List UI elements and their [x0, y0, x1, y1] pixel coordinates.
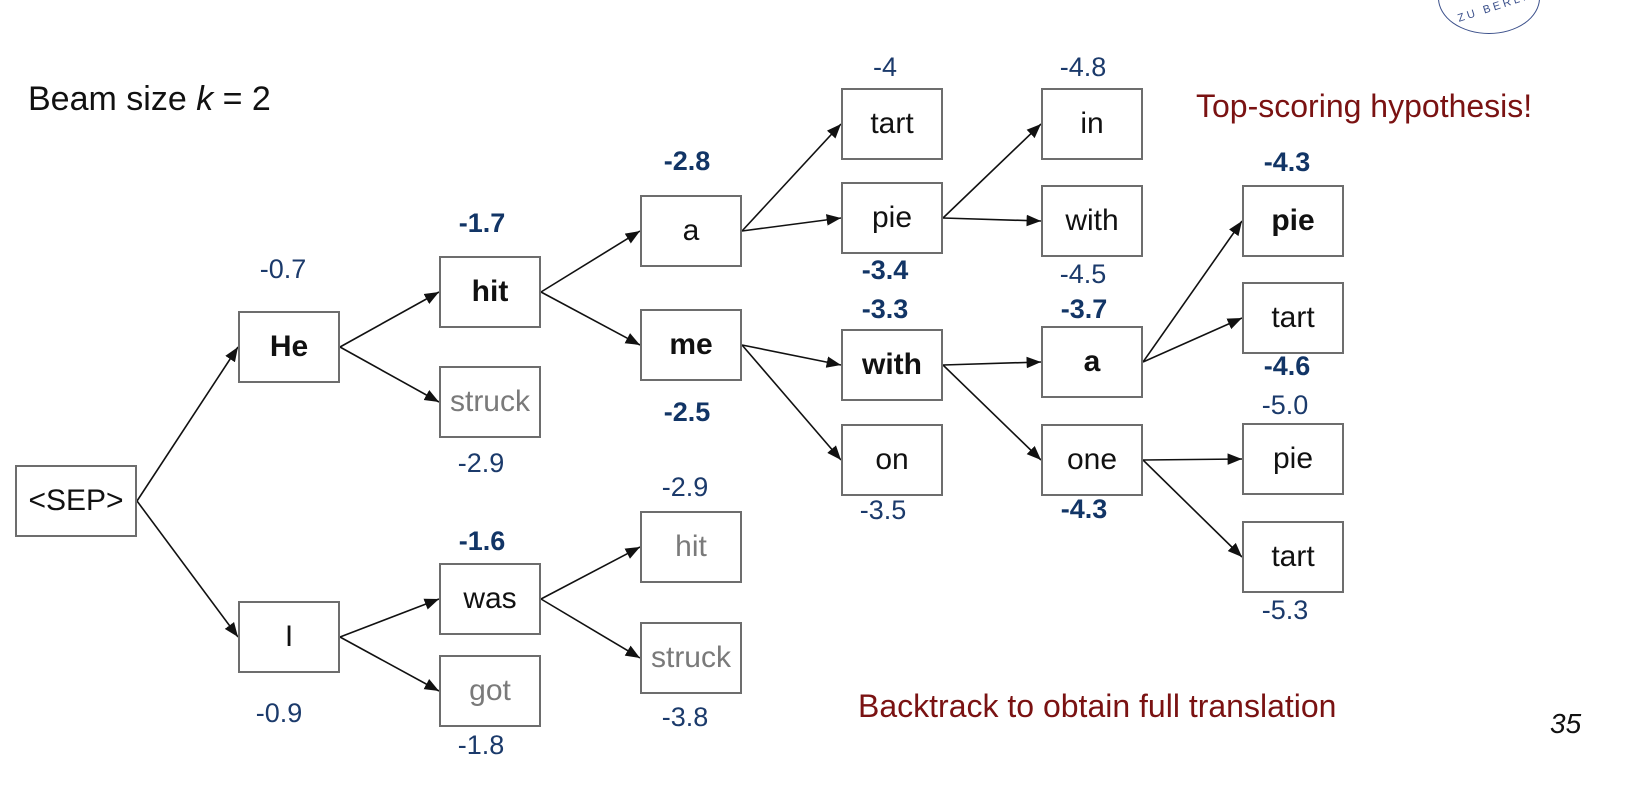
edge-hit1-to-me	[540, 291, 641, 346]
node-i: I	[238, 601, 340, 673]
edge-with1-to-a2	[942, 356, 1042, 369]
edge-he-to-struck1	[339, 346, 440, 403]
node-one: one	[1041, 424, 1143, 496]
edge-a2-to-pie2	[1142, 220, 1243, 363]
score-one: -4.3	[1060, 494, 1108, 524]
edge-i-to-got	[339, 636, 440, 692]
node-pie2: pie	[1242, 185, 1344, 257]
score-i: -0.9	[255, 698, 303, 728]
edge-one-to-tart3	[1142, 459, 1243, 558]
node-tart1: tart	[841, 88, 943, 160]
edge-hit1-to-a1	[540, 230, 641, 293]
score-tart3: -5.3	[1261, 595, 1309, 625]
node-in: in	[1041, 88, 1143, 160]
score-me: -2.5	[663, 397, 711, 427]
score-pie3: -5.0	[1261, 390, 1309, 420]
backtrack-note: Backtrack to obtain full translation	[858, 688, 1337, 724]
edge-a1-to-tart1	[741, 123, 842, 232]
score-tart2: -4.6	[1263, 351, 1311, 381]
node-pie1: pie	[841, 182, 943, 254]
edge-was-to-struck2	[540, 598, 641, 659]
node-hit2: hit	[640, 511, 742, 583]
node-with1: with	[841, 329, 943, 401]
node-with2: with	[1041, 185, 1143, 257]
edge-with1-to-one	[942, 364, 1042, 461]
score-with2: -4.5	[1059, 259, 1107, 289]
node-on: on	[841, 424, 943, 496]
score-in: -4.8	[1059, 52, 1107, 82]
node-he: He	[238, 311, 340, 383]
edge-a1-to-pie1	[741, 214, 842, 232]
score-tart1: -4	[872, 52, 898, 82]
edge-pie1-to-in	[942, 123, 1042, 219]
score-hit1: -1.7	[458, 208, 506, 238]
edge-one-to-pie3	[1142, 453, 1243, 465]
edge-me-to-with1	[741, 344, 842, 368]
edge-he-to-hit1	[339, 291, 440, 348]
node-struck1: struck	[439, 366, 541, 438]
edge-me-to-on	[741, 344, 842, 461]
beam-size-title: Beam size k = 2	[28, 80, 271, 118]
score-pie1: -3.4	[861, 255, 909, 285]
node-pie3: pie	[1242, 423, 1344, 495]
score-a2: -3.7	[1060, 294, 1108, 324]
node-tart2: tart	[1242, 282, 1344, 354]
node-me: me	[640, 309, 742, 381]
score-he: -0.7	[259, 254, 307, 284]
node-hit1: hit	[439, 256, 541, 328]
beam-size-variable: k	[196, 80, 214, 118]
edge-pie1-to-with2	[942, 214, 1042, 227]
node-tart3: tart	[1242, 521, 1344, 593]
node-struck2: struck	[640, 622, 742, 694]
edge-was-to-hit2	[540, 546, 641, 600]
score-pie2: -4.3	[1263, 147, 1311, 177]
score-struck1: -2.9	[457, 448, 505, 478]
node-a1: a	[640, 195, 742, 267]
score-with1: -3.3	[861, 294, 909, 324]
edge-sep-to-i	[136, 500, 239, 638]
score-got: -1.8	[457, 730, 505, 760]
edge-sep-to-he	[136, 346, 239, 502]
score-hit2: -2.9	[661, 472, 709, 502]
node-was: was	[439, 563, 541, 635]
node-got: got	[439, 655, 541, 727]
edge-a2-to-tart2	[1142, 317, 1243, 363]
score-struck2: -3.8	[661, 702, 709, 732]
page-number: 35	[1550, 708, 1582, 739]
top-scoring-note: Top-scoring hypothesis!	[1196, 88, 1533, 124]
score-on: -3.5	[859, 495, 907, 525]
score-a1: -2.8	[663, 146, 711, 176]
node-sep: <SEP>	[15, 465, 137, 537]
node-a2: a	[1041, 326, 1143, 398]
score-was: -1.6	[458, 526, 506, 556]
edge-i-to-was	[339, 598, 440, 638]
